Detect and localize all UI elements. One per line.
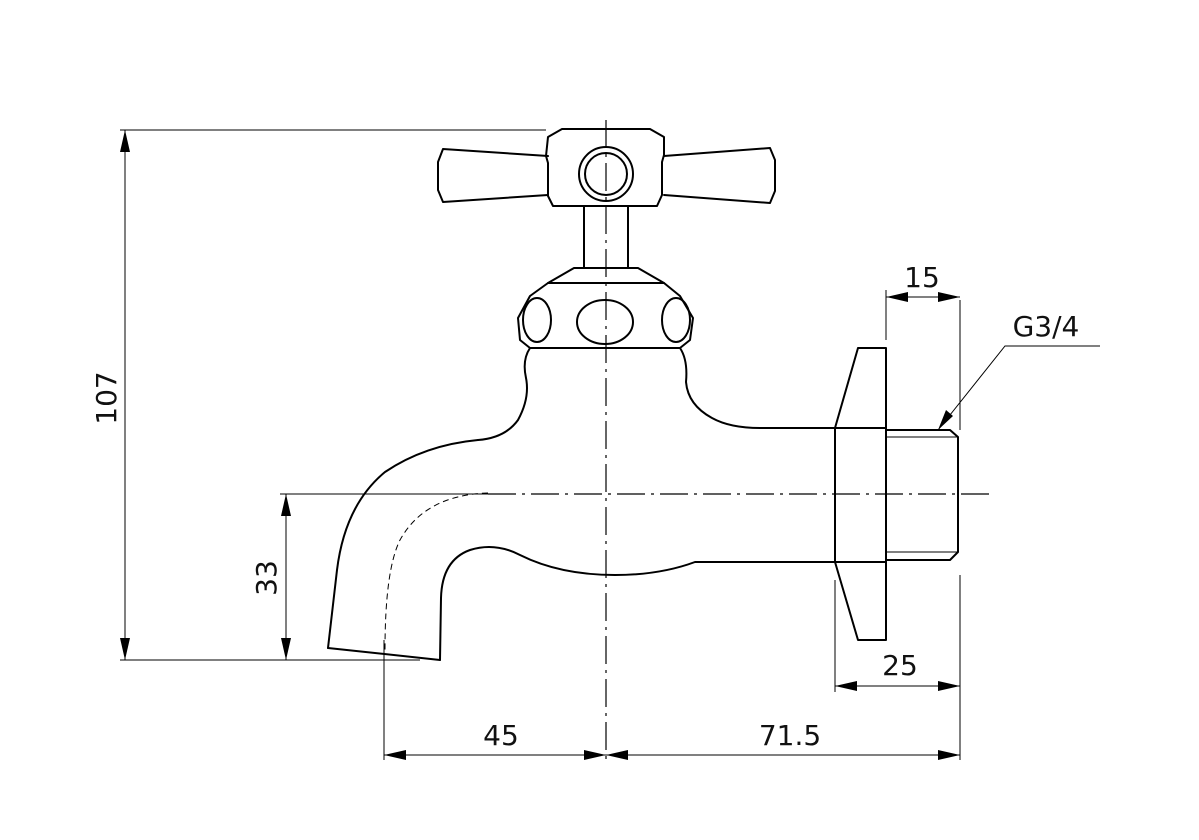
dim-spout-reach: 45 [483,719,519,752]
bore-hidden-line [384,492,489,651]
handle-screw-inner [584,152,628,196]
dim-thread-length: 15 [904,261,940,294]
dimension-labels: 107 33 45 71.5 15 25 G3/4 [90,261,1079,752]
extension-lines [120,129,961,760]
bonnet-flat-left [522,297,552,343]
dim-outlet-height: 33 [250,560,283,596]
dim-overall-height: 107 [90,371,123,424]
dim-flange-to-end: 25 [882,649,918,682]
spout-outer [327,439,479,649]
thread [885,429,959,561]
handle-arm-left [437,148,549,203]
dimension-lines [120,130,1100,760]
dim-body-length: 71.5 [759,719,821,752]
spout-inner [439,545,836,661]
neck-left [477,347,531,441]
handle-hub [545,128,665,207]
center-lines [488,120,990,760]
bonnet-flat-right [661,297,691,343]
neck-right [679,347,836,429]
handle-arm-right [663,147,776,204]
dim-thread-size: G3/4 [1013,310,1080,343]
faucet-body [327,128,959,661]
bonnet-flat-center [576,299,634,345]
